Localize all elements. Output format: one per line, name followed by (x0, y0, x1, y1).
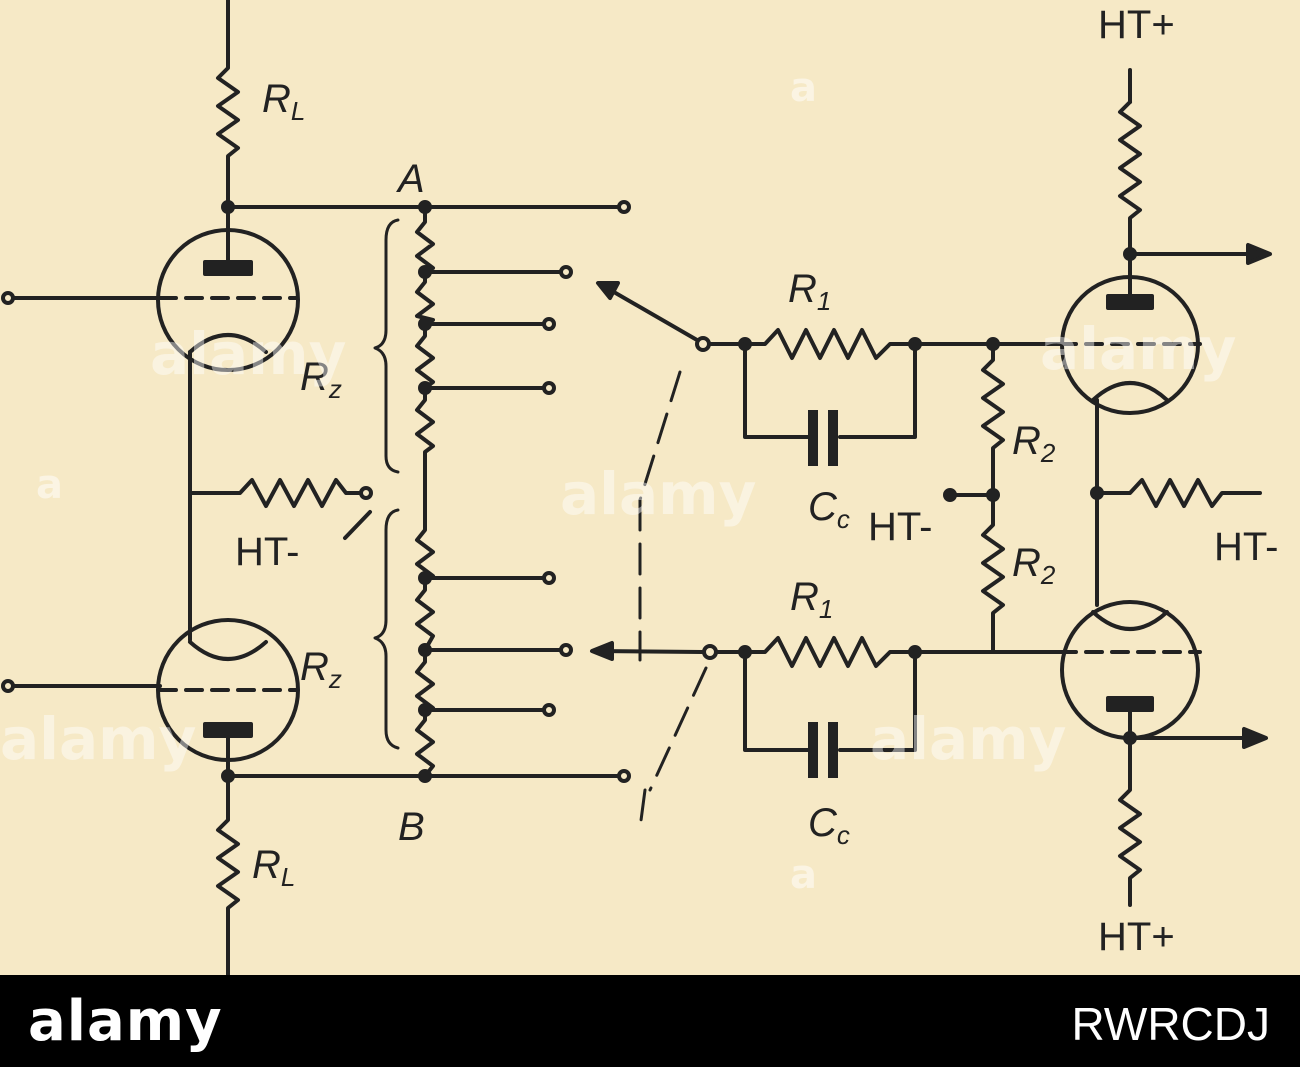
resistor-rz-chain (415, 205, 435, 778)
alamy-logo: alamy (28, 989, 223, 1054)
label-node-a: A (396, 157, 425, 201)
label-node-b: B (398, 805, 425, 849)
left-stage (1, 0, 373, 975)
resistor-rl-bottom (216, 774, 240, 975)
capacitor-cc-bottom (808, 722, 818, 778)
label-r2-lower: R2 (1012, 541, 1056, 590)
capacitor-cc-top (808, 410, 818, 466)
label-rz-top: Rz (300, 355, 342, 404)
label-ht-plus-bottom: HT+ (1098, 915, 1175, 959)
resistor-r1-bottom (743, 636, 917, 668)
circuit-schematic: RL A Rz HT- Rz B RL R1 Cc HT- R2 R2 R1 C… (1, 0, 1278, 975)
footer-bar: alamy RWRCDJ (0, 975, 1300, 1067)
label-ht-minus-mid: HT- (868, 505, 932, 549)
resistor-rl-top (216, 0, 240, 209)
labels: RL A Rz HT- Rz B RL R1 Cc HT- R2 R2 R1 C… (235, 3, 1278, 959)
brace-rz-bottom (373, 508, 400, 750)
tube-lower-left-cathode (188, 640, 268, 661)
coupling-network (707, 328, 1062, 778)
label-ht-minus-left: HT- (235, 530, 299, 574)
resistor-load-right-top (1118, 100, 1142, 256)
label-ht-minus-right: HT- (1214, 525, 1278, 569)
label-rl-top: RL (262, 77, 305, 126)
label-ht-plus-top: HT+ (1098, 3, 1175, 47)
label-rz-bottom: Rz (300, 645, 342, 694)
brace-rz-top (373, 218, 400, 474)
resistor-cathode-left (226, 478, 364, 508)
watermark-glyph-mid: a (790, 852, 817, 898)
image-id: RWRCDJ (1071, 998, 1270, 1050)
label-rl-bottom: RL (252, 843, 295, 892)
selector-switch (590, 281, 718, 830)
right-stage (1058, 68, 1272, 907)
watermark-glyph-top: a (790, 65, 817, 111)
potential-divider (226, 200, 631, 783)
label-cc-bottom: Cc (808, 801, 850, 850)
tube-upper-left-cathode (188, 333, 268, 354)
watermark-glyph-left: a (36, 462, 63, 508)
watermark-center: alamy (560, 460, 757, 528)
watermark-right: alamy (1040, 315, 1237, 383)
watermark-left: alamy (150, 320, 347, 388)
tube-upper-left-anode (203, 260, 253, 276)
watermark-bottom-left: alamy (0, 705, 197, 773)
resistor-cathode-right (1095, 478, 1262, 508)
resistor-load-right-bottom (1118, 736, 1142, 907)
label-cc-top: Cc (808, 485, 850, 534)
watermark-bottom-right: alamy (870, 705, 1067, 773)
label-r1-bottom: R1 (790, 575, 833, 624)
label-r1-top: R1 (788, 267, 831, 316)
resistor-r2-upper (981, 342, 1005, 497)
resistor-r1-top (743, 328, 917, 360)
label-r2-upper: R2 (1012, 419, 1056, 468)
resistor-r2-lower (981, 493, 1005, 654)
